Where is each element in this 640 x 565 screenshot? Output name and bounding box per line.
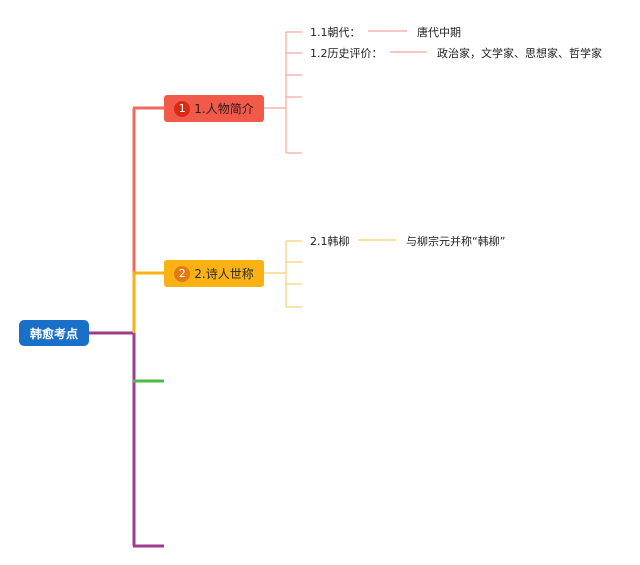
subtopic-2-1-value[interactable]: 与柳宗元并称“韩柳” [406,235,506,248]
branch-topic-2[interactable]: 2 2.诗人世称 [164,260,264,287]
branch-topic-1[interactable]: 1 1.人物简介 [164,95,264,122]
subtopic-1-1-label[interactable]: 1.1朝代： [310,26,361,39]
root-topic-label: 韩愈考点 [29,326,78,341]
subtopic-2-1-label[interactable]: 2.1韩柳 [310,235,350,248]
branch1-number-badge: 1 [174,100,191,117]
subtopic-1-1-value[interactable]: 唐代中期 [417,26,461,39]
root-topic[interactable]: 韩愈考点 [19,320,89,346]
branch1-label: 1.人物简介 [194,102,254,116]
branch2-number-badge: 2 [174,265,191,282]
branch2-label: 2.诗人世称 [194,267,254,281]
subtopic-1-2-value[interactable]: 政治家，文学家、思想家、哲学家 [437,47,602,60]
branch2-subtree-lines [264,239,396,308]
subtopic-1-2-label[interactable]: 1.2历史评价： [310,47,383,60]
branch1-subtree-lines [264,30,427,154]
